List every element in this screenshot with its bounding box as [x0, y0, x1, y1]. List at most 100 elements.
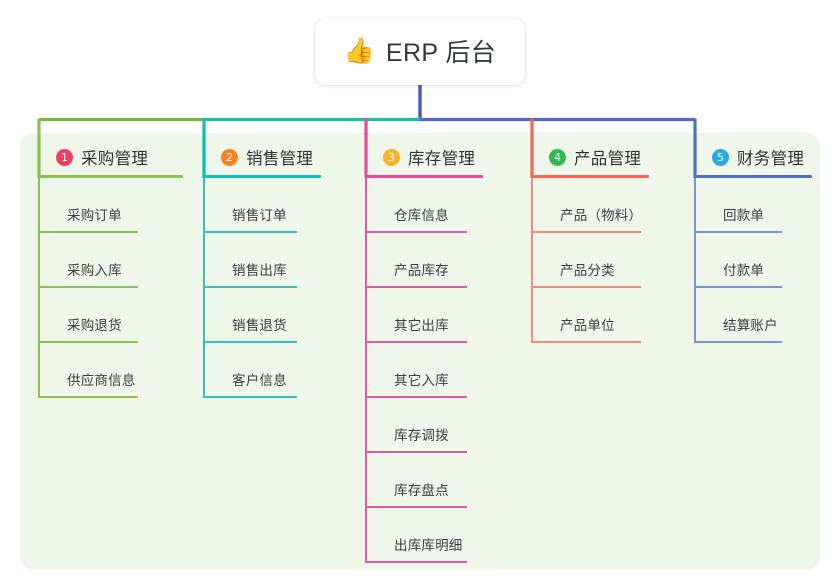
branch-column-1: 1 采购管理采购订单采购入库采购退货供应商信息 — [38, 145, 183, 398]
branch-item[interactable]: 库存调拨 — [365, 398, 483, 453]
branch-item-underline — [203, 396, 297, 398]
branch-header-5[interactable]: 5 财务管理 — [694, 145, 812, 169]
branch-header-label: 产品管理 — [574, 150, 642, 168]
branch-column-2: 2 销售管理销售订单销售出库销售退货客户信息 — [203, 145, 321, 398]
branch-spine — [203, 178, 205, 398]
branch-item-label: 结算账户 — [723, 318, 778, 333]
branch-number-badge: 1 — [56, 148, 73, 166]
branch-item[interactable]: 其它出库 — [365, 288, 483, 343]
branch-item-underline — [694, 231, 782, 233]
branch-item[interactable]: 产品库存 — [365, 233, 483, 288]
branch-item-underline — [531, 231, 641, 233]
branch-header-label: 库存管理 — [408, 150, 476, 168]
branch-item-label: 销售出库 — [232, 263, 287, 278]
branch-item-underline — [531, 286, 641, 288]
root-node-card[interactable]: 👍 ERP 后台 — [315, 18, 525, 85]
branch-item-label: 销售订单 — [232, 208, 287, 223]
branch-header-label: 采购管理 — [81, 150, 149, 168]
branch-item[interactable]: 采购退货 — [38, 288, 183, 343]
branch-item-label: 出库库明细 — [394, 538, 463, 553]
branch-item[interactable]: 付款单 — [694, 233, 812, 288]
branch-number-badge: 4 — [549, 148, 566, 166]
branch-item-underline — [203, 341, 297, 343]
branch-item-label: 产品单位 — [560, 318, 615, 333]
branch-item-label: 回款单 — [723, 208, 765, 223]
branch-header-underline — [694, 175, 812, 178]
branch-header-2[interactable]: 2 销售管理 — [203, 145, 321, 169]
branch-item-underline — [531, 341, 641, 343]
branch-spine — [365, 178, 367, 563]
root-node-title: ERP 后台 — [385, 38, 497, 67]
branch-item-label: 产品库存 — [394, 263, 449, 278]
branch-item-underline — [38, 231, 138, 233]
branch-item-label: 其它出库 — [394, 318, 449, 333]
branch-items-list: 回款单付款单结算账户 — [694, 178, 812, 343]
branch-header-underline — [531, 175, 649, 178]
branch-items-list: 销售订单销售出库销售退货客户信息 — [203, 178, 321, 398]
branch-item[interactable]: 销售出库 — [203, 233, 321, 288]
branch-item-label: 付款单 — [723, 263, 765, 278]
branch-item[interactable]: 库存盘点 — [365, 453, 483, 508]
branch-item-label: 库存调拨 — [394, 428, 449, 443]
branch-item-label: 仓库信息 — [394, 208, 449, 223]
branch-item-underline — [38, 396, 138, 398]
branch-item[interactable]: 其它入库 — [365, 343, 483, 398]
branch-item-underline — [365, 451, 467, 453]
branch-spine — [38, 178, 40, 398]
branch-items-list: 采购订单采购入库采购退货供应商信息 — [38, 178, 183, 398]
root-node-content: 👍 ERP 后台 — [344, 33, 496, 69]
branch-item-label: 供应商信息 — [67, 373, 136, 388]
branch-item[interactable]: 销售订单 — [203, 178, 321, 233]
branch-item[interactable]: 产品单位 — [531, 288, 649, 343]
branch-item-underline — [38, 341, 138, 343]
branch-item-label: 采购订单 — [67, 208, 122, 223]
branch-item-underline — [694, 341, 782, 343]
branch-header-underline — [38, 175, 183, 178]
branch-item[interactable]: 回款单 — [694, 178, 812, 233]
branch-item[interactable]: 出库库明细 — [365, 508, 483, 563]
branch-number-badge: 2 — [221, 148, 238, 166]
branch-item-underline — [365, 506, 467, 508]
branch-item[interactable]: 产品（物料） — [531, 178, 649, 233]
branch-column-4: 4 产品管理产品（物料） 产品分类产品单位 — [531, 145, 649, 343]
branch-item-label: 库存盘点 — [394, 483, 449, 498]
branch-header-underline — [203, 175, 321, 178]
thumbs-up-icon: 👍 — [343, 36, 375, 65]
branch-item-label: 其它入库 — [394, 373, 449, 388]
branch-items-list: 仓库信息产品库存其它出库其它入库库存调拨库存盘点出库库明细 — [365, 178, 483, 563]
branch-column-5: 5 财务管理回款单付款单结算账户 — [694, 145, 812, 343]
branch-header-label: 销售管理 — [246, 150, 314, 168]
branch-item-label: 产品分类 — [560, 263, 615, 278]
branch-item[interactable]: 采购订单 — [38, 178, 183, 233]
background-panel — [20, 133, 820, 570]
branch-number-badge: 5 — [712, 148, 729, 166]
branch-item-label: 销售退货 — [232, 318, 287, 333]
branch-spine — [531, 178, 533, 343]
branch-item-underline — [203, 286, 297, 288]
branch-items-list: 产品（物料） 产品分类产品单位 — [531, 178, 649, 343]
branch-item-label: 客户信息 — [232, 373, 287, 388]
branch-item[interactable]: 仓库信息 — [365, 178, 483, 233]
branch-header-label: 财务管理 — [737, 150, 805, 168]
branch-item[interactable]: 结算账户 — [694, 288, 812, 343]
branch-spine — [694, 178, 696, 343]
branch-item[interactable]: 客户信息 — [203, 343, 321, 398]
branch-header-underline — [365, 175, 483, 178]
branch-item[interactable]: 采购入库 — [38, 233, 183, 288]
branch-item-label: 采购退货 — [67, 318, 122, 333]
branch-item-underline — [365, 231, 467, 233]
branch-item-label: 产品（物料） — [560, 208, 643, 223]
branch-header-1[interactable]: 1 采购管理 — [38, 145, 183, 169]
branch-number-badge: 3 — [383, 148, 400, 166]
branch-header-3[interactable]: 3 库存管理 — [365, 145, 483, 169]
branch-item[interactable]: 供应商信息 — [38, 343, 183, 398]
branch-item-label: 采购入库 — [67, 263, 122, 278]
branch-item[interactable]: 产品分类 — [531, 233, 649, 288]
branch-item-underline — [365, 561, 467, 563]
branch-item[interactable]: 销售退货 — [203, 288, 321, 343]
branch-header-4[interactable]: 4 产品管理 — [531, 145, 649, 169]
branch-item-underline — [694, 286, 782, 288]
branch-item-underline — [365, 396, 467, 398]
branch-item-underline — [365, 341, 467, 343]
